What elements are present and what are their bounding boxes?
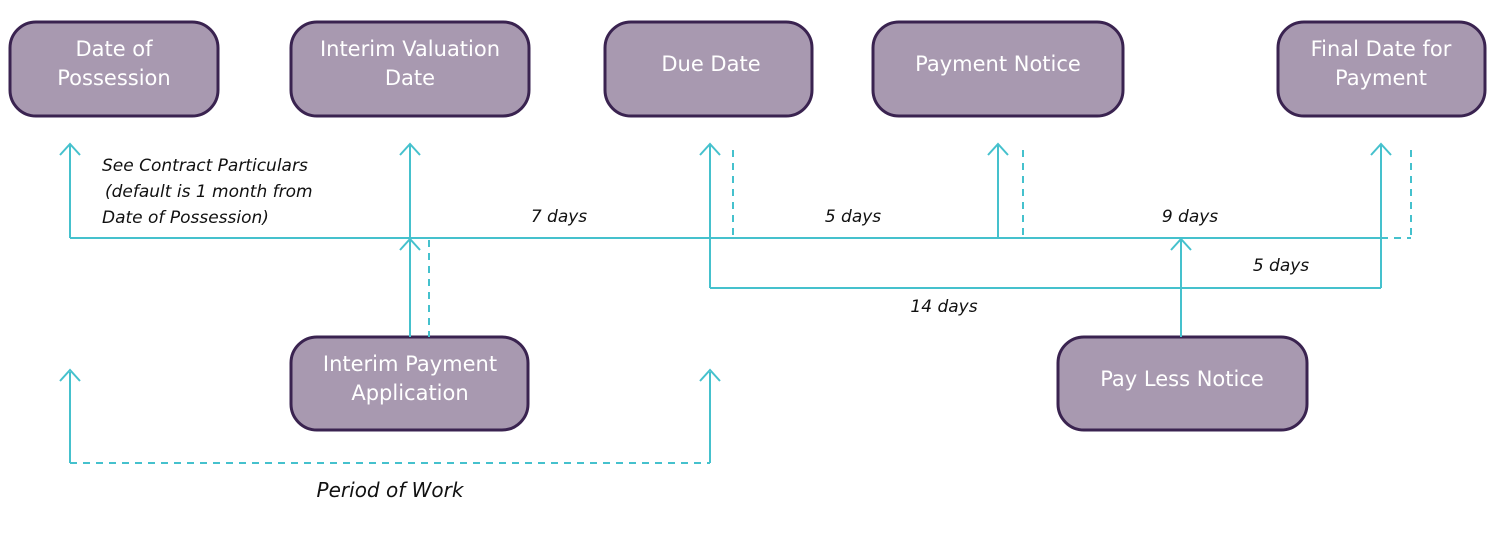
- box-due-date: Due Date: [603, 20, 814, 118]
- box-final-date-for-payment: Final Date for Payment: [1276, 20, 1487, 118]
- box-interim-valuation-date-shape: [289, 20, 531, 118]
- fourteen-days-label: 14 days: [910, 297, 977, 317]
- box-pay-less-notice: Pay Less Notice: [1056, 335, 1309, 432]
- box-due-date-line-1: Due Date: [661, 52, 760, 76]
- box-due-date-shape: [603, 20, 814, 118]
- contract-particulars-line-3: Date of Possession): [102, 208, 269, 228]
- box-interim-payment-application-line-2: Application: [351, 381, 468, 405]
- nine-days-label: 9 days: [1162, 207, 1218, 227]
- seven-days-label: 7 days: [531, 207, 587, 227]
- arrow-final-date: [1370, 142, 1392, 156]
- box-final-date-for-payment-line-1: Final Date for: [1311, 37, 1452, 61]
- box-date-of-possession-shape: [8, 20, 220, 118]
- timeline-lines: [69, 145, 1382, 463]
- box-interim-valuation-date-line-1: Interim Valuation: [320, 37, 500, 61]
- arrowheads: [59, 142, 1392, 382]
- dashed-lines: [70, 150, 1412, 464]
- box-payment-notice-line-1: Payment Notice: [915, 52, 1081, 76]
- arrow-period-end: [699, 368, 721, 382]
- arrow-interim-valuation: [399, 142, 421, 156]
- arrow-period-start: [59, 368, 81, 382]
- box-interim-valuation-date: Interim Valuation Date: [289, 20, 531, 118]
- arrow-due-date: [699, 142, 721, 156]
- box-date-of-possession-line-2: Possession: [57, 66, 170, 90]
- box-payment-notice: Payment Notice: [871, 20, 1125, 118]
- arrow-date-of-possession: [59, 142, 81, 156]
- box-interim-payment-application: Interim Payment Application: [289, 335, 530, 432]
- box-pay-less-notice-line-1: Pay Less Notice: [1100, 367, 1264, 391]
- box-date-of-possession-line-1: Date of: [75, 37, 153, 61]
- period-of-work-label: Period of Work: [317, 478, 465, 502]
- box-payment-notice-shape: [871, 20, 1125, 118]
- box-interim-valuation-date-line-2: Date: [385, 66, 435, 90]
- box-final-date-for-payment-line-2: Payment: [1335, 66, 1427, 90]
- contract-particulars-line-2: (default is 1 month from: [105, 182, 313, 202]
- box-pay-less-notice-shape: [1056, 335, 1309, 432]
- box-date-of-possession: Date of Possession: [8, 20, 220, 118]
- duration-labels: See Contract Particulars (default is 1 m…: [102, 156, 1309, 502]
- five-days-label-lower: 5 days: [1253, 256, 1309, 276]
- five-days-label-top: 5 days: [825, 207, 881, 227]
- box-final-date-for-payment-shape: [1276, 20, 1487, 118]
- contract-particulars-line-1: See Contract Particulars: [102, 156, 308, 176]
- arrow-interim-application: [399, 237, 421, 251]
- arrow-pay-less-notice: [1170, 237, 1192, 251]
- box-interim-payment-application-line-1: Interim Payment: [323, 352, 497, 376]
- arrow-payment-notice: [987, 142, 1009, 156]
